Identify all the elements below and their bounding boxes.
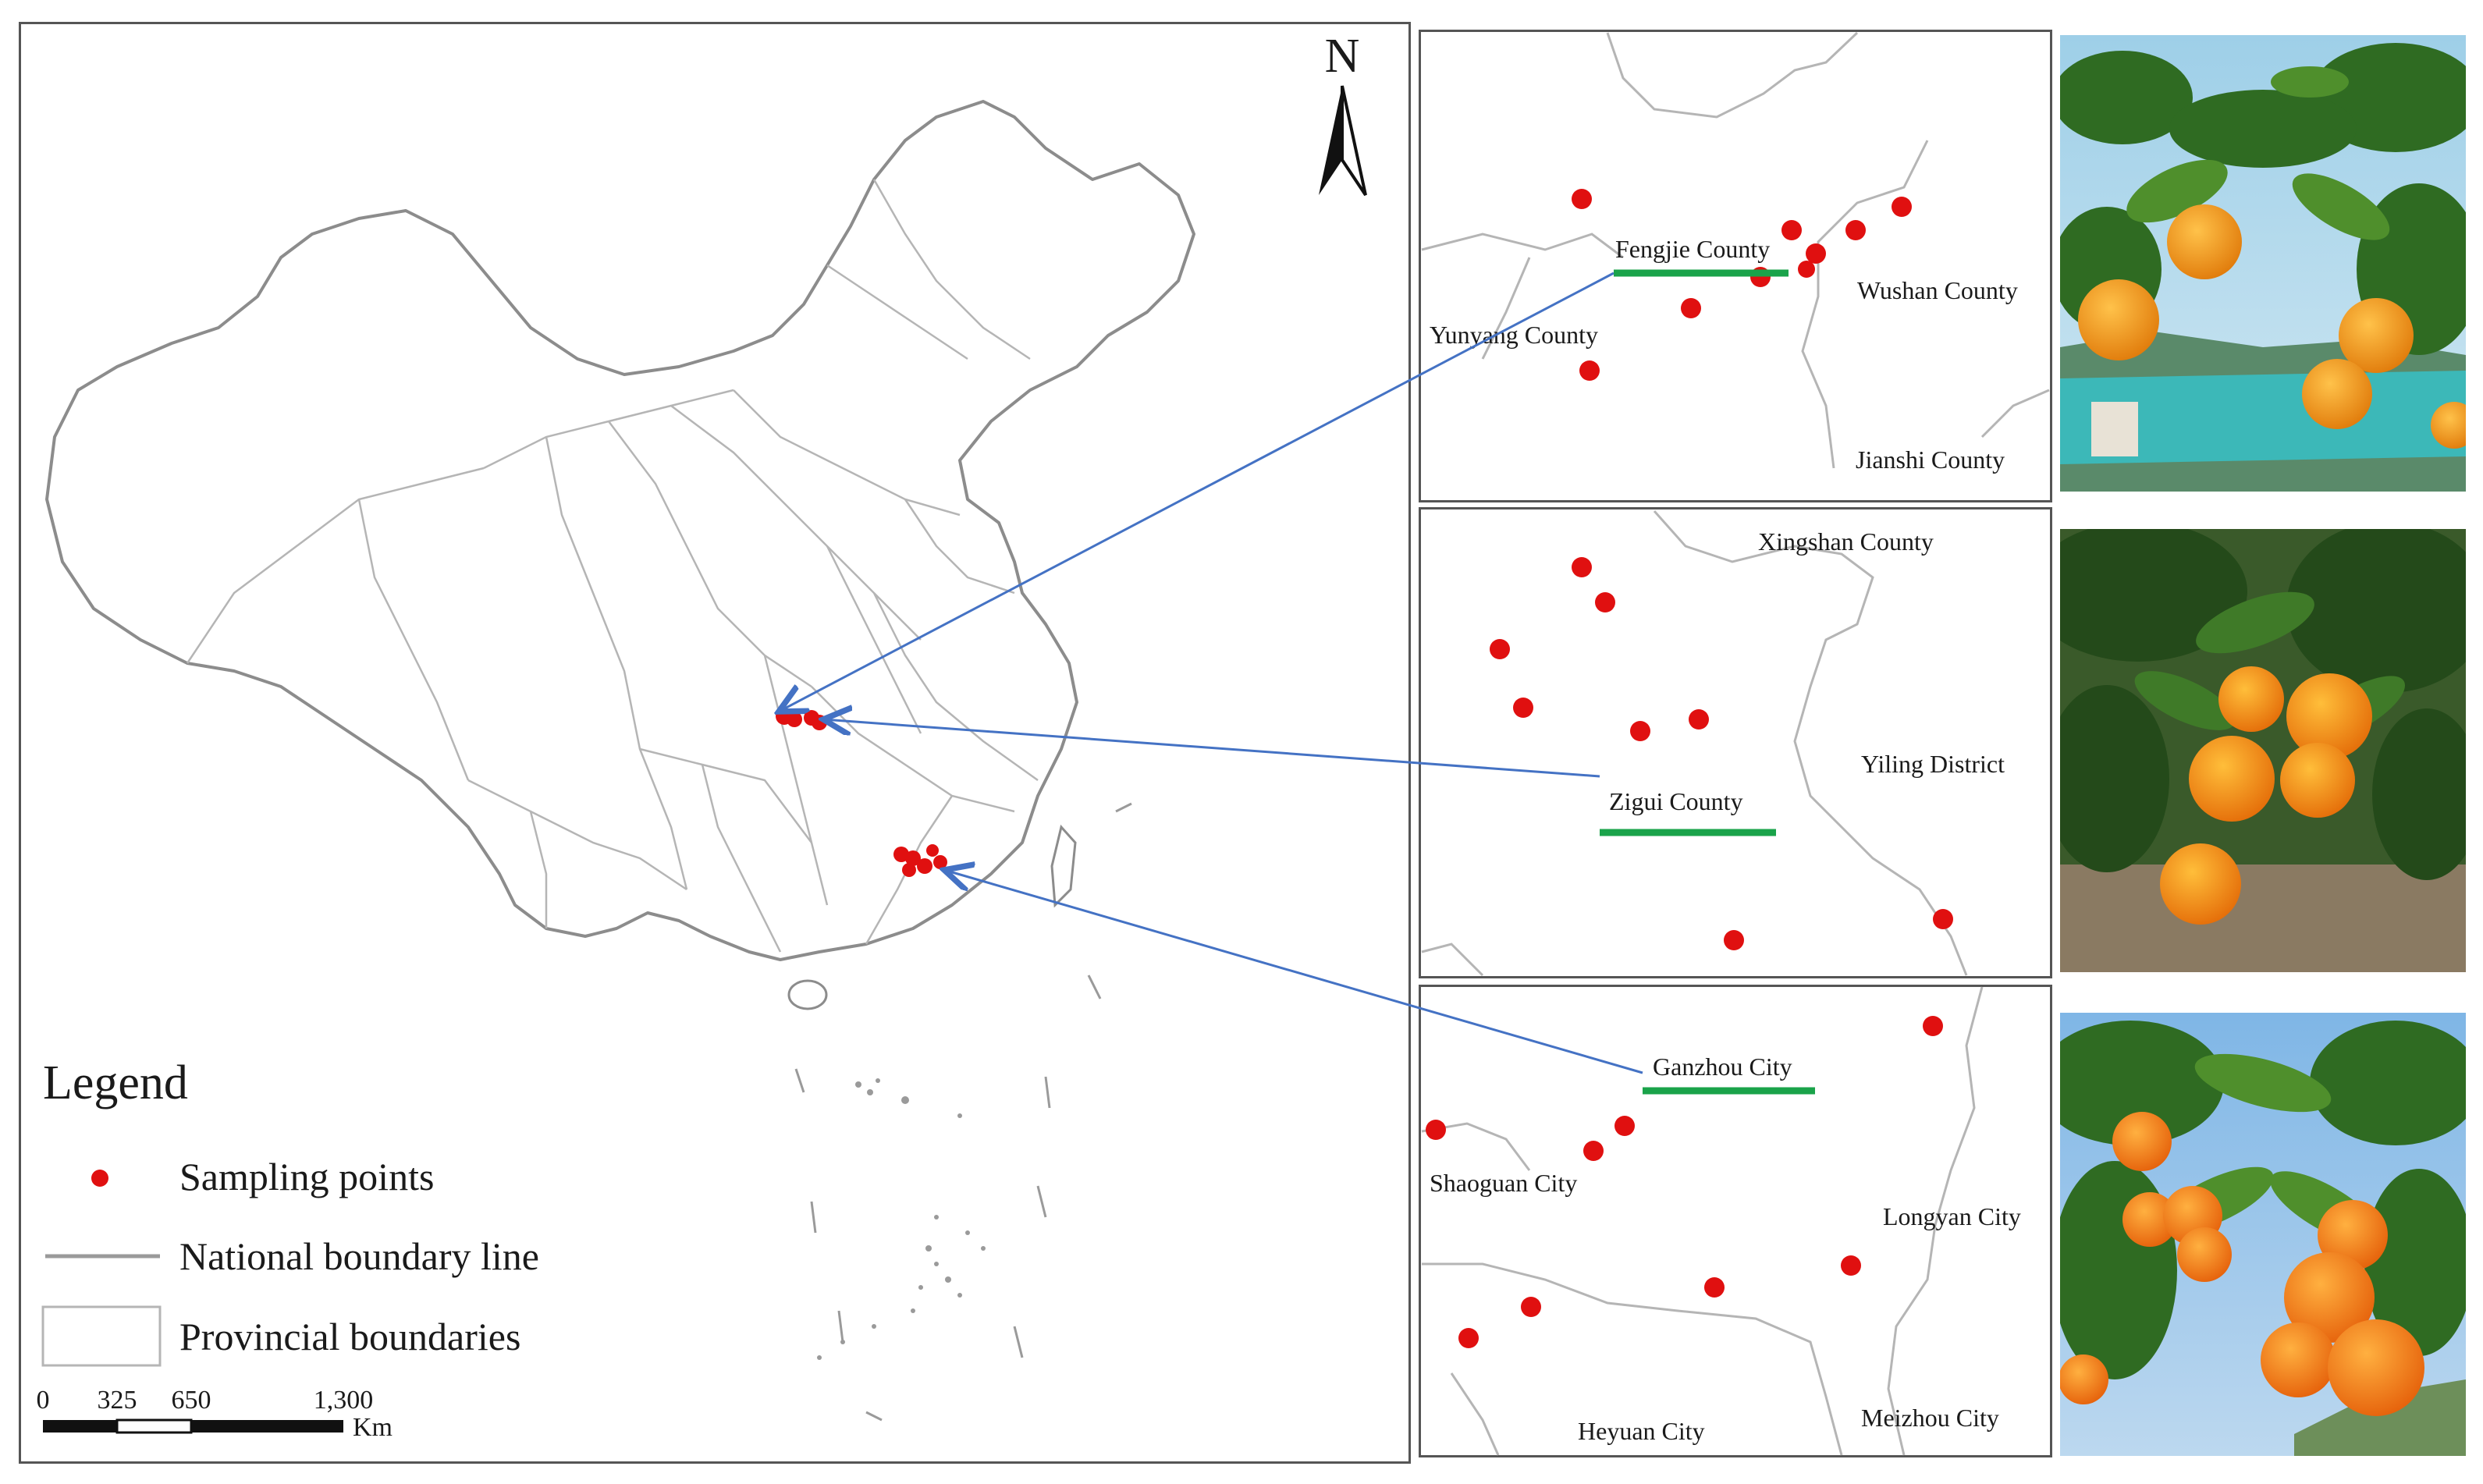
yiling-label: Yiling District [1861,750,2005,778]
wushan-label: Wushan County [1857,276,2018,304]
zigui-highlight-label: Zigui County [1609,787,1743,815]
legend-item-sampling-points: Sampling points [179,1155,434,1198]
legend-title: Legend [43,1056,188,1109]
fengjie-highlight-label: Fengjie County [1615,235,1770,263]
inset-zigui: Xingshan County Yiling District Zigui Co… [1421,510,2005,977]
hainan-island [787,979,828,1010]
fengjie-arrow [779,272,1614,712]
scale-tick-325: 325 [98,1386,137,1415]
connector-arrows [779,272,1643,1074]
orange-photo-middle [2060,529,2466,972]
inset-ganzhou-panel [1419,985,2052,1457]
scale-tick-650: 650 [172,1386,211,1415]
ganzhou-highlight-label: Ganzhou City [1653,1053,1792,1081]
heyuan-label: Heyuan City [1578,1417,1705,1445]
jianshi-label: Jianshi County [1856,446,2005,474]
scale-unit: Km [353,1413,393,1442]
nine-dash-line [794,802,1132,1422]
inset-ganzhou: Ganzhou City Shaoguan City Longyan City … [1421,986,2021,1456]
legend: Legend Sampling points National boundary… [41,1056,539,1367]
orange-photo-bottom [2060,1013,2466,1456]
orange-photo-top [2060,35,2466,492]
inset-fengjie: Fengjie County Wushan County Yunyang Cou… [1421,31,2050,474]
scale-tick-0: 0 [37,1386,50,1415]
legend-dot-symbol [91,1170,108,1187]
zigui-arrow [823,719,1600,778]
china-outline [45,100,1195,961]
legend-box-symbol [41,1305,162,1367]
legend-item-provincial-boundaries: Provincial boundaries [179,1315,520,1358]
north-label: N [1325,30,1360,83]
taiwan-island [1050,824,1077,908]
scale-bar: 0 325 650 1,300 Km [37,1386,393,1442]
south-china-sea-islands [817,1078,986,1360]
legend-item-national-boundary: National boundary line [179,1234,539,1278]
north-arrow: N [1319,30,1367,197]
inset-zigui-panel [1419,507,2052,978]
ganzhou-arrow [944,870,1643,1074]
xingshan-label: Xingshan County [1758,527,1934,556]
meizhou-label: Meizhou City [1861,1404,1999,1432]
longyan-label: Longyan City [1883,1202,2021,1230]
shaoguan-label: Shaoguan City [1430,1169,1577,1197]
scale-tick-1300: 1,300 [314,1386,374,1415]
